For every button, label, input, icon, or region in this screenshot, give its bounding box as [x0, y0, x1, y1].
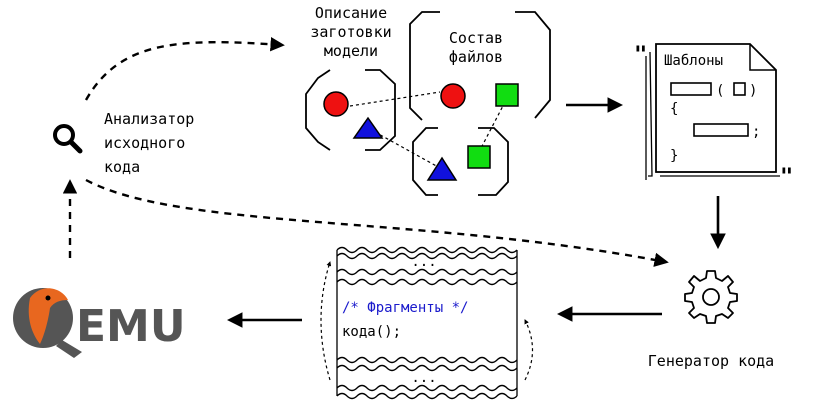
- red-circle-file: [440, 83, 466, 109]
- quote-close: ": [780, 165, 793, 190]
- green-square-file-top: [495, 83, 519, 107]
- arrow-analyzer-to-model: [84, 37, 285, 101]
- model-shapes: [323, 83, 519, 181]
- qemu-text: EMU: [76, 301, 186, 352]
- template-placeholder-3: [693, 123, 749, 137]
- template-semicolon: ;: [752, 124, 760, 140]
- model-box: [305, 69, 396, 151]
- model-desc-line-3: модели: [324, 42, 378, 60]
- link-triangle-triangle: [374, 131, 441, 169]
- ellipsis-top: ...: [411, 254, 436, 270]
- template-page: [655, 43, 777, 173]
- qemu-bird: [28, 288, 68, 344]
- shape-links: [349, 91, 506, 169]
- template-placeholder-2: [733, 82, 746, 96]
- link-square-square: [479, 101, 506, 151]
- analyzer-line-2: исходного: [104, 134, 185, 152]
- file-box-top: [409, 11, 551, 121]
- files-line-1: Состав: [449, 29, 503, 47]
- template-brace-close: }: [670, 148, 678, 164]
- model-desc-line-1: Описание: [315, 4, 387, 22]
- quote-open: ": [634, 43, 647, 68]
- model-desc-line-2: заготовки: [310, 23, 391, 41]
- blue-triangle-model: [352, 116, 384, 139]
- templates-document: " Шаблоны ( ) { ; } ": [634, 43, 793, 190]
- arrow-analyzer-to-generator: [85, 178, 669, 267]
- model-description-label: Описание заготовки модели: [310, 4, 391, 60]
- green-square-file-bottom: [467, 145, 491, 169]
- scroll-side-arrows: [320, 261, 534, 381]
- analyzer-line-3: кода: [104, 158, 140, 176]
- red-circle-model: [323, 91, 349, 117]
- blue-triangle-file: [426, 156, 458, 181]
- ellipsis-bottom: ...: [411, 370, 436, 386]
- qemu-logo: EMU: [13, 288, 186, 358]
- file-boxes: [305, 11, 551, 196]
- generator-label: Генератор кода: [648, 352, 774, 370]
- scroll-left-arrow: [320, 261, 332, 381]
- templates-title: Шаблоны: [664, 53, 723, 69]
- code-fragments-scroll: ... /* Фрагменты */ кода(); ...: [336, 246, 518, 400]
- template-paren-open: (: [716, 83, 724, 99]
- magnifier-icon: [53, 124, 83, 154]
- template-paren-close: ): [749, 83, 757, 99]
- files-line-2: файлов: [449, 48, 503, 66]
- files-label: Состав файлов: [449, 29, 503, 66]
- analyzer-line-1: Анализатор: [104, 110, 194, 128]
- flow-arrows: [62, 37, 726, 328]
- code-comment: /* Фрагменты */: [342, 300, 468, 316]
- gear-icon: [684, 270, 738, 324]
- analyzer-label: Анализатор исходного кода: [104, 110, 194, 176]
- code-call: кода();: [342, 324, 401, 340]
- template-brace-open: {: [670, 101, 678, 117]
- scroll-right-arrow: [524, 319, 534, 381]
- template-placeholder-1: [670, 82, 712, 96]
- file-box-bottom: [412, 127, 509, 196]
